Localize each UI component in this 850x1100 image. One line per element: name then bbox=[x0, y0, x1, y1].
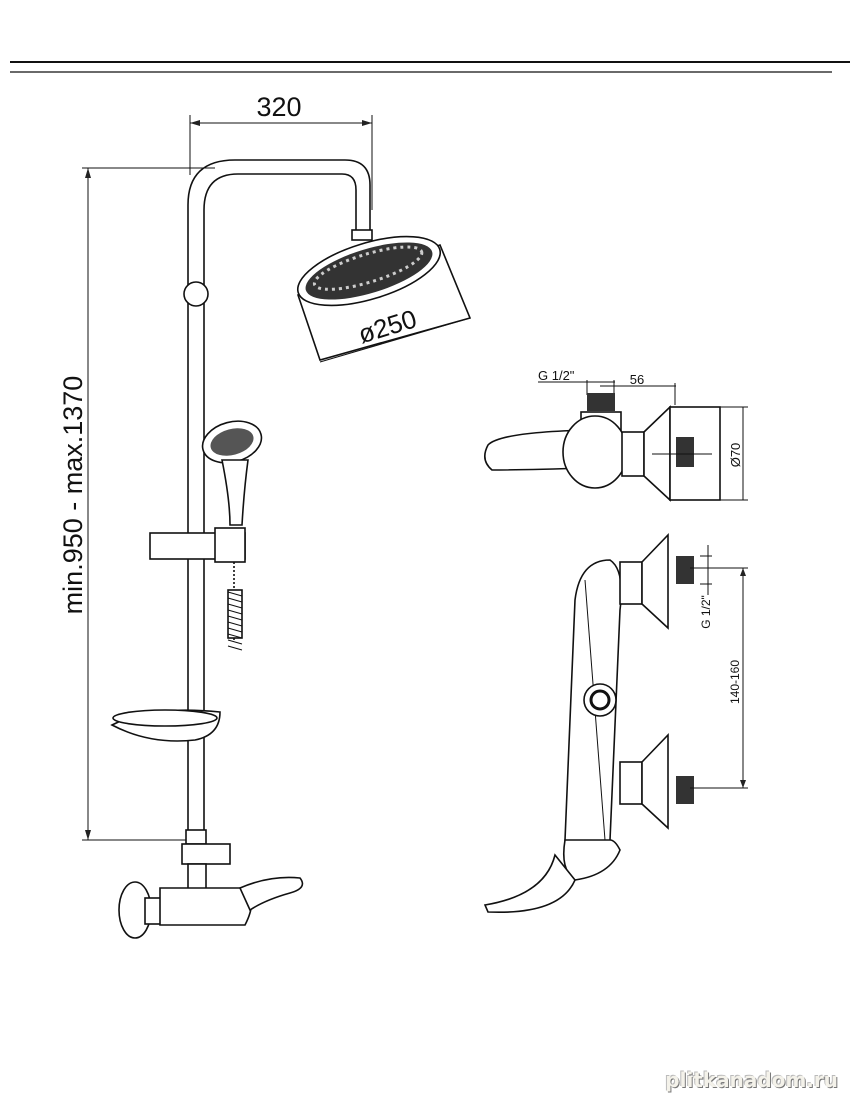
svg-text:140-160: 140-160 bbox=[728, 660, 742, 704]
svg-text:Ø70: Ø70 bbox=[728, 443, 743, 468]
mixer-top-view: G 1/2" 56 Ø70 bbox=[484, 368, 748, 502]
hand-shower bbox=[149, 420, 263, 651]
svg-text:320: 320 bbox=[256, 92, 301, 122]
soap-dish bbox=[110, 709, 221, 742]
shower-rail bbox=[183, 159, 373, 830]
svg-text:56: 56 bbox=[630, 372, 644, 387]
arm-length-dimension: 320 bbox=[189, 92, 373, 210]
shower-head: ø250 bbox=[296, 235, 472, 363]
mixer-side-view: G 1/2" 140-160 bbox=[483, 533, 748, 914]
watermark: plitkanadom.ru bbox=[665, 1068, 838, 1092]
svg-text:G 1/2": G 1/2" bbox=[538, 368, 575, 383]
svg-text:min.950 - max.1370: min.950 - max.1370 bbox=[58, 376, 88, 615]
svg-text:G 1/2": G 1/2" bbox=[699, 595, 713, 629]
mixer-front bbox=[118, 829, 304, 939]
height-dimension: min.950 - max.1370 bbox=[58, 167, 215, 841]
